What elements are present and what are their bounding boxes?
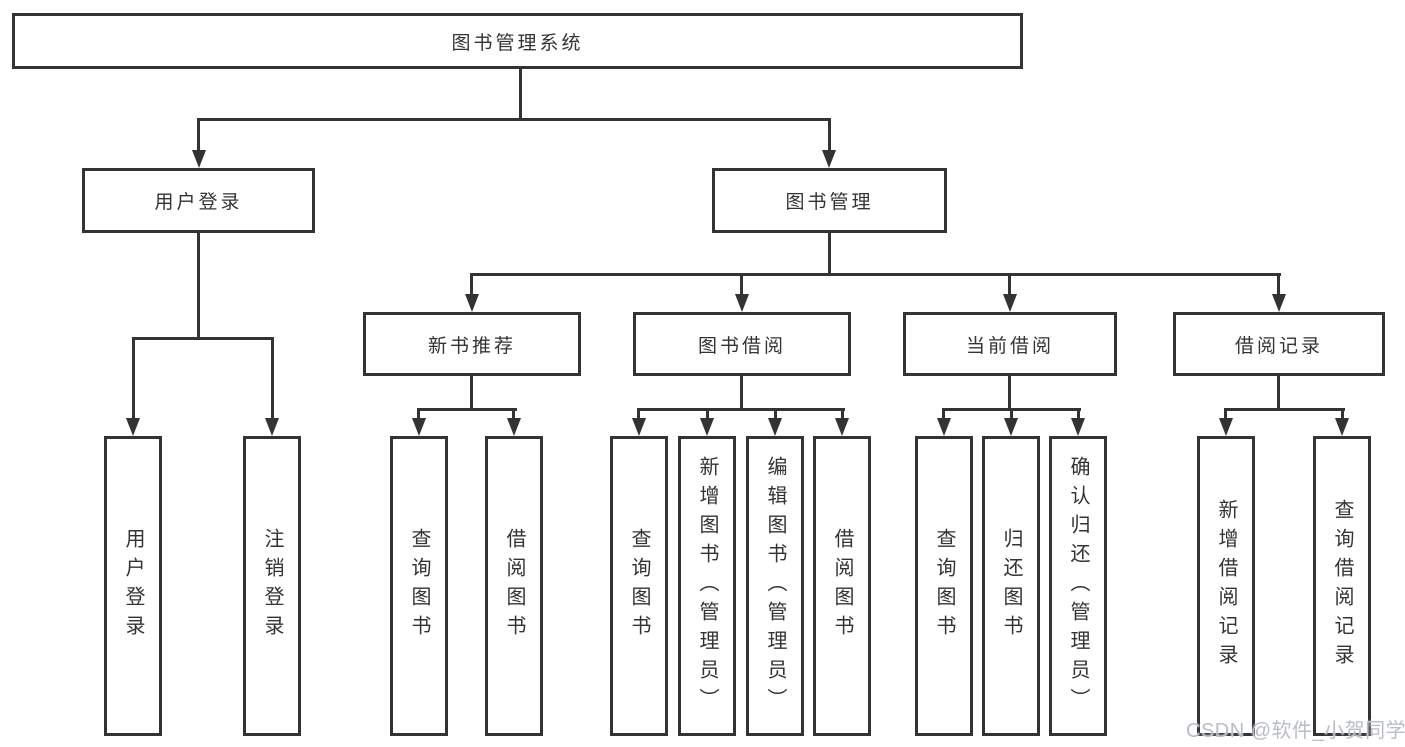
connector-line [1277, 376, 1280, 410]
csdn-watermark: CSDN @软件_小贺同学 [1186, 720, 1405, 742]
node-label: 当前借阅 [965, 335, 1054, 357]
arrow-down-icon [1335, 418, 1349, 436]
connector-line [470, 273, 1281, 276]
connector-line [1077, 408, 1080, 420]
connector-line [828, 233, 831, 273]
connector-line [197, 233, 200, 337]
connector-line [470, 273, 473, 296]
connector-line [1008, 376, 1011, 410]
node-label: 编辑图书（管理员） [764, 455, 786, 717]
node-label: 图书管理系统 [451, 32, 584, 54]
connector-line [1277, 273, 1280, 296]
leaf-user-login: 用户登录 [104, 436, 162, 736]
connector-line [417, 408, 420, 420]
arrow-down-icon [192, 150, 206, 168]
node-label: 借阅图书 [503, 528, 525, 644]
connector-line [197, 118, 831, 121]
node-label: 图书借阅 [697, 335, 786, 357]
connector-line [1341, 408, 1344, 420]
leaf-query-books-current: 查询图书 [915, 436, 973, 736]
connector-line [1224, 408, 1227, 420]
connector-line [706, 408, 709, 420]
arrow-down-icon [700, 418, 714, 436]
arrow-down-icon [768, 418, 782, 436]
connector-line [470, 376, 473, 410]
leaf-add-books-admin: 新增图书（管理员） [678, 436, 736, 736]
node-book-management: 图书管理 [712, 168, 947, 233]
connector-line [828, 118, 831, 152]
node-label: 查询图书 [933, 528, 955, 644]
connector-line [740, 376, 743, 410]
node-label: 注销登录 [261, 528, 283, 644]
node-borrowing-records: 借阅记录 [1173, 312, 1385, 376]
connector-line [637, 408, 845, 411]
arrow-down-icon [126, 418, 140, 436]
node-label: 查询图书 [628, 528, 650, 644]
connector-line [132, 337, 274, 340]
connector-line [519, 69, 522, 121]
node-label: 用户登录 [154, 192, 243, 213]
node-current-borrowing: 当前借阅 [903, 312, 1117, 376]
connector-line [1224, 408, 1345, 411]
node-new-book-recommendation: 新书推荐 [363, 312, 581, 376]
node-label: 查询借阅记录 [1331, 499, 1353, 673]
leaf-query-books-borrowing: 查询图书 [610, 436, 668, 736]
leaf-logout: 注销登录 [243, 436, 301, 736]
connector-line [1010, 408, 1013, 420]
node-book-borrowing: 图书借阅 [633, 312, 851, 376]
node-label: 新增图书（管理员） [696, 455, 718, 717]
arrow-down-icon [507, 418, 521, 436]
connector-line [271, 337, 274, 420]
arrow-down-icon [412, 418, 426, 436]
leaf-add-borrowing-record: 新增借阅记录 [1197, 436, 1255, 736]
node-label: 确认归还（管理员） [1067, 455, 1089, 717]
leaf-query-borrowing-record: 查询借阅记录 [1313, 436, 1371, 736]
leaf-borrow-books: 借阅图书 [813, 436, 871, 736]
leaf-query-books-recommendation: 查询图书 [390, 436, 448, 736]
connector-line [512, 408, 515, 420]
arrow-down-icon [937, 418, 951, 436]
node-label: 新增借阅记录 [1215, 499, 1237, 673]
arrow-down-icon [1272, 294, 1286, 312]
arrow-down-icon [1003, 294, 1017, 312]
connector-line [417, 408, 517, 411]
connector-line [197, 118, 200, 152]
leaf-borrow-books-recommendation: 借阅图书 [485, 436, 543, 736]
arrow-down-icon [265, 418, 279, 436]
arrow-down-icon [835, 418, 849, 436]
arrow-down-icon [822, 150, 836, 168]
node-label: 查询图书 [408, 528, 430, 644]
node-label: 用户登录 [122, 528, 144, 644]
node-user-login: 用户登录 [82, 168, 315, 233]
arrow-down-icon [1004, 418, 1018, 436]
connector-line [637, 408, 640, 420]
connector-line [1008, 273, 1011, 296]
connector-line [942, 408, 945, 420]
leaf-return-books: 归还图书 [982, 436, 1040, 736]
connector-line [841, 408, 844, 420]
arrow-down-icon [1071, 418, 1085, 436]
node-library-management-system: 图书管理系统 [12, 13, 1023, 69]
leaf-edit-books-admin: 编辑图书（管理员） [746, 436, 804, 736]
arrow-down-icon [1219, 418, 1233, 436]
node-label: 新书推荐 [427, 335, 516, 357]
node-label: 图书管理 [785, 192, 874, 213]
connector-line [132, 337, 135, 420]
node-label: 归还图书 [1000, 528, 1022, 644]
connector-line [740, 273, 743, 296]
node-label: 借阅图书 [831, 528, 853, 644]
leaf-confirm-return-admin: 确认归还（管理员） [1049, 436, 1107, 736]
arrow-down-icon [465, 294, 479, 312]
arrow-down-icon [632, 418, 646, 436]
node-label: 借阅记录 [1234, 335, 1323, 357]
arrow-down-icon [735, 294, 749, 312]
connector-line [774, 408, 777, 420]
